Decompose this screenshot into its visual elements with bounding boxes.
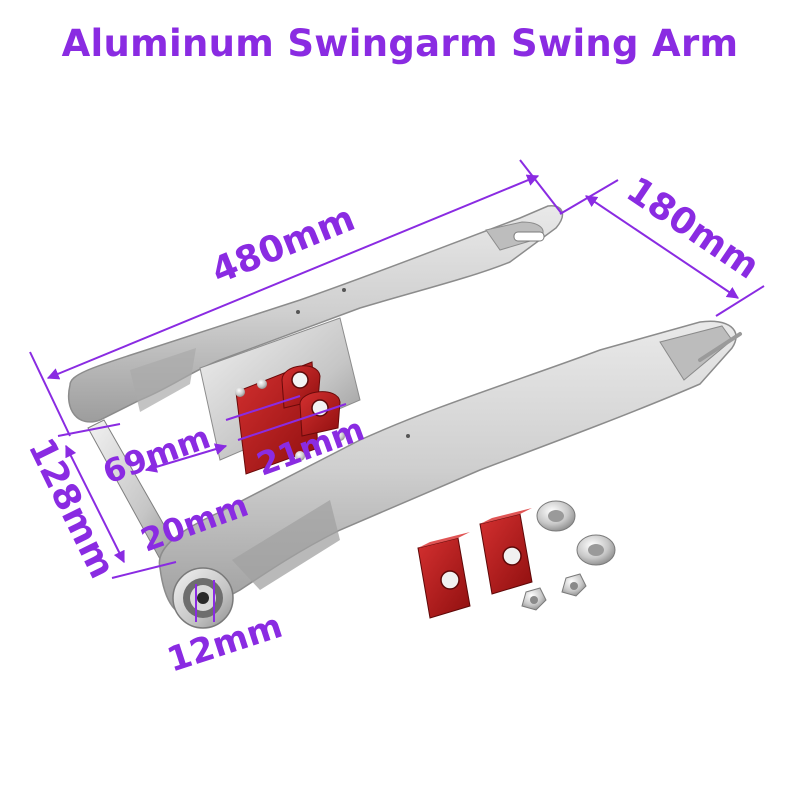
dim-bracket-spacing-label: 69mm	[98, 418, 216, 492]
bearing	[172, 567, 234, 629]
axle-blocks	[417, 508, 533, 619]
dimension-lines	[29, 159, 765, 622]
lower-arm	[158, 288, 742, 616]
product-title: Aluminum Swingarm Swing Arm	[61, 22, 739, 65]
dim-rear-width-label: 180mm	[619, 169, 766, 287]
hardware	[521, 500, 616, 611]
dim-length-label: 480mm	[206, 198, 361, 292]
